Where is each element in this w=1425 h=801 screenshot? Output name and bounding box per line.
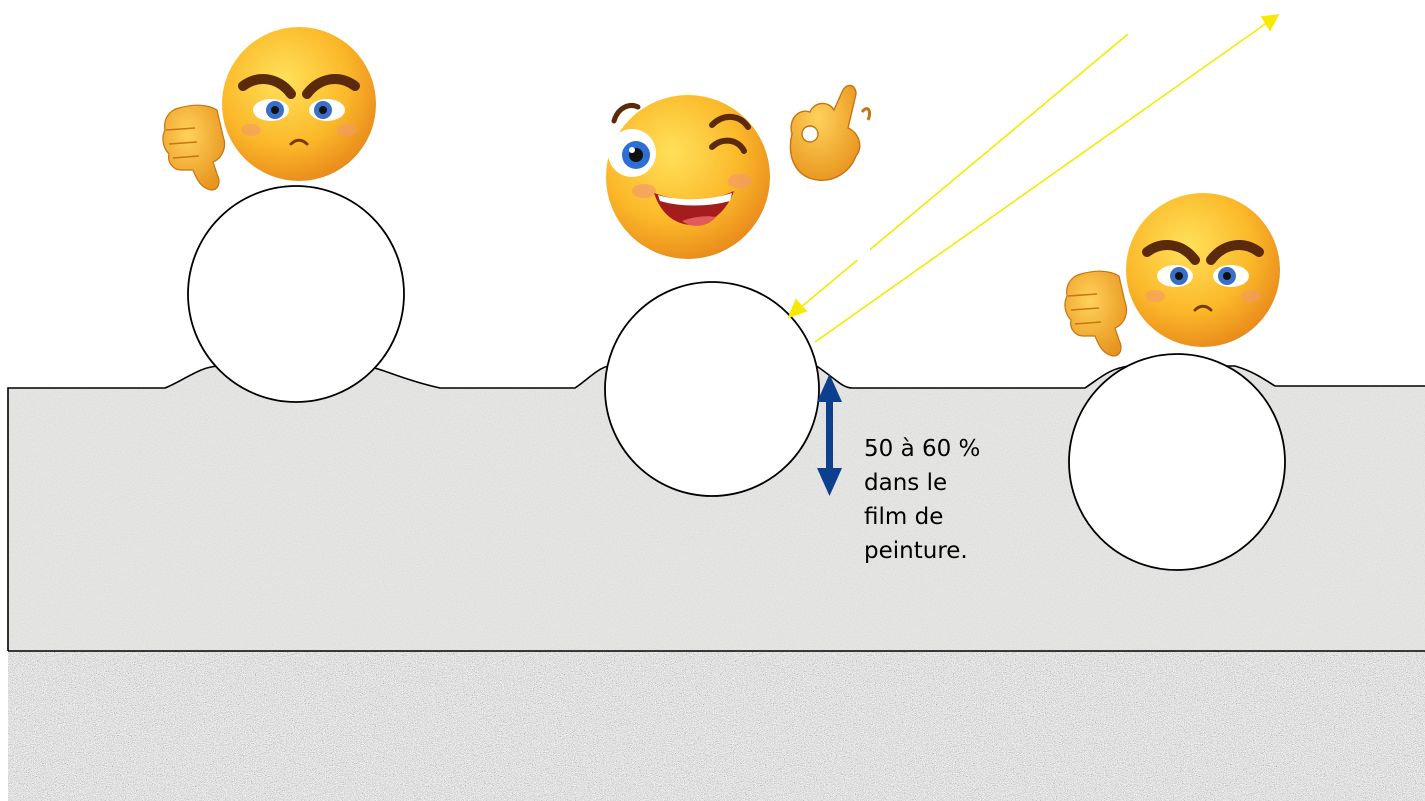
incident-ray-arrowhead [789,300,806,317]
substrate-layer [8,651,1425,801]
caption-line-3: film de [864,500,1034,534]
pigment-particle-middle [605,282,819,496]
pigment-particle-left [188,186,404,402]
winking-emoji-middle [598,85,870,260]
caption-line-2: dans le [864,466,1034,500]
caption-line-1: 50 à 60 % [864,432,1034,466]
angry-emoji-left [163,27,376,190]
thumbs-down-icon [1065,271,1127,356]
pigment-particle-right [1069,354,1285,570]
embedding-caption: 50 à 60 % dans le film de peinture. [864,432,1034,568]
reflected-ray-arrowhead [1262,15,1278,30]
caption-line-4: peinture. [864,534,1034,568]
thumbs-down-icon [163,105,225,190]
angry-emoji-right [1065,193,1280,356]
